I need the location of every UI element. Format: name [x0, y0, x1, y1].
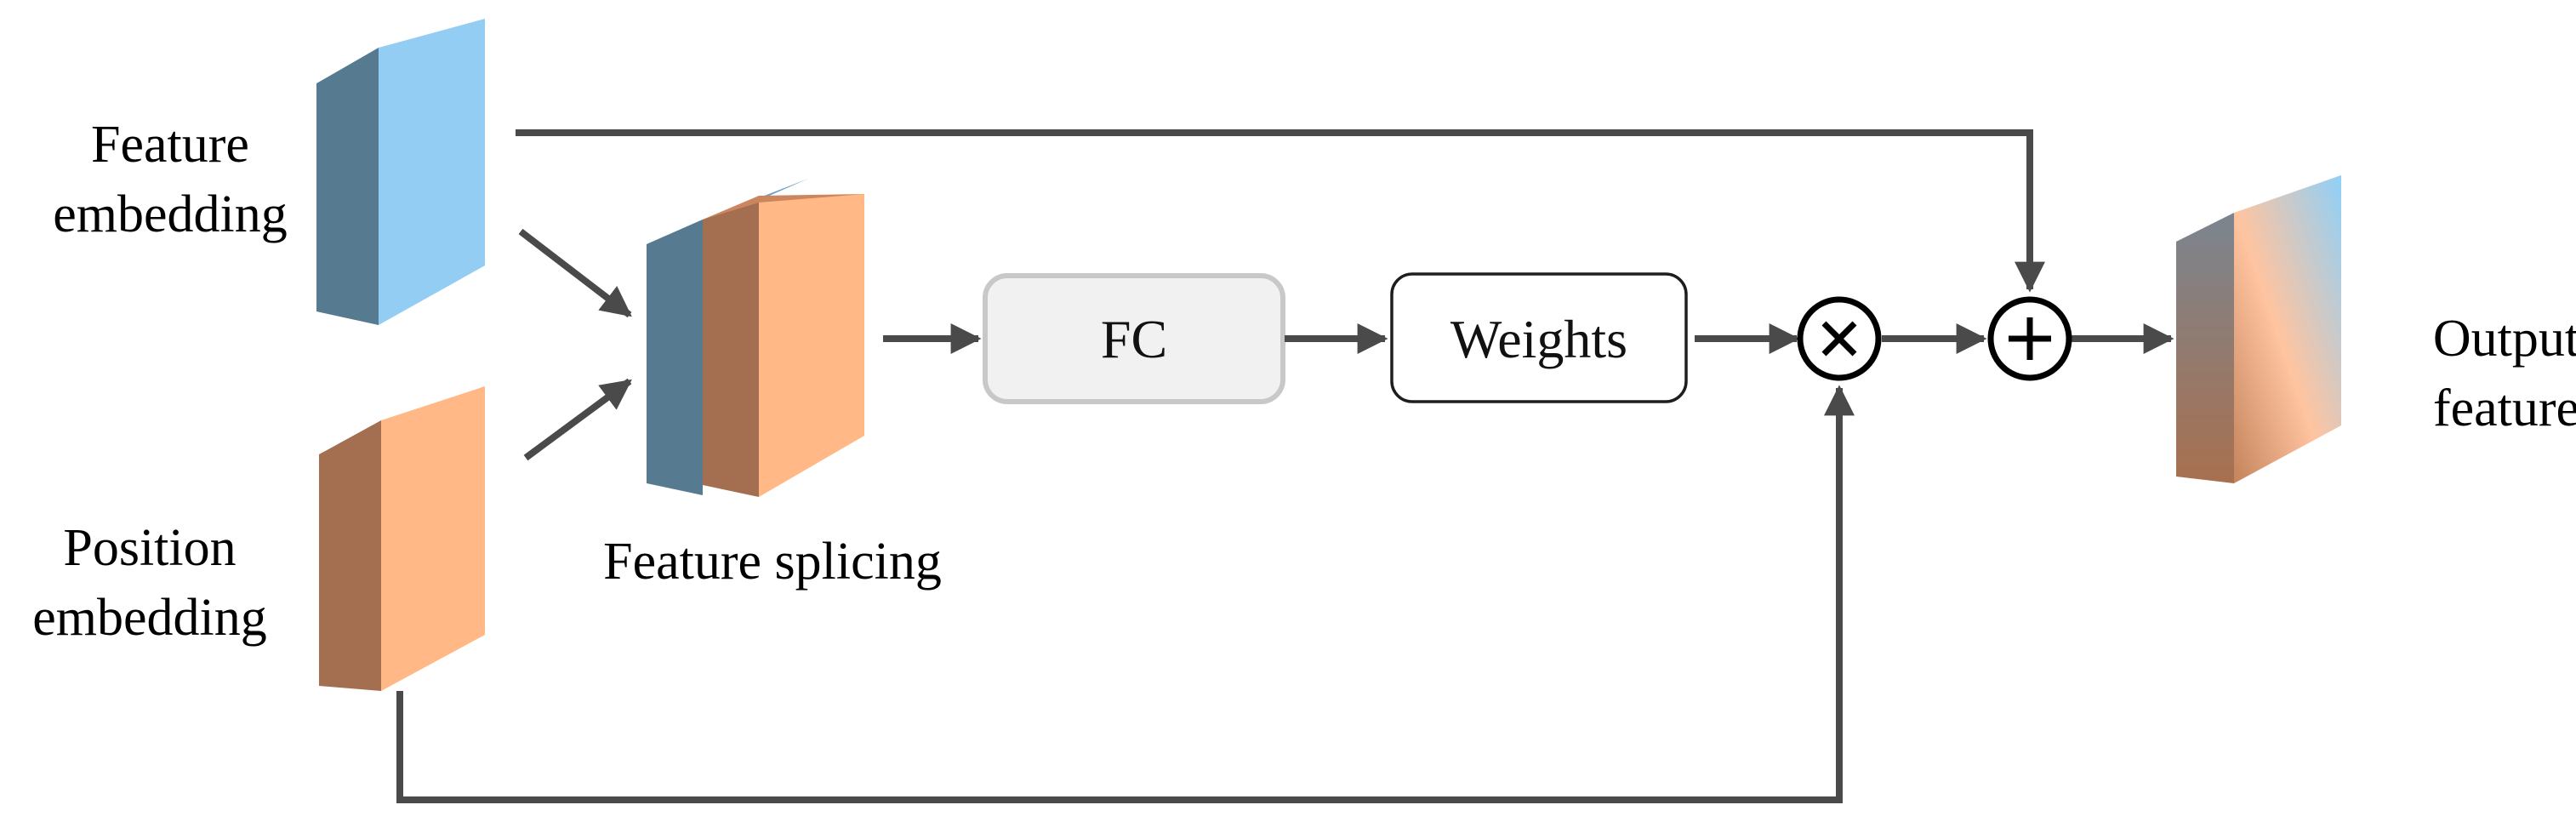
splicing-blue-side: [647, 220, 703, 495]
position-embedding-block: [319, 386, 485, 691]
position-embedding-side: [319, 420, 381, 691]
feature-embedding-label-line2: embedding: [53, 186, 288, 243]
position-embedding-front: [381, 386, 485, 691]
feature-embedding-side: [316, 48, 379, 325]
arrow-position-to-splicing: [523, 378, 632, 461]
multiply-operator: [1797, 296, 1882, 381]
feature-embedding-front: [379, 19, 485, 325]
multiply-icon-stroke-b: [1821, 321, 1857, 357]
feature-embedding-label-line1: Feature: [91, 116, 249, 174]
position-embedding-label-line2: embedding: [32, 589, 267, 647]
feature-embedding-block: [316, 19, 485, 325]
add-operator: [1987, 296, 2072, 381]
position-embedding-label-line1: Position: [63, 519, 236, 577]
output-feature-block: [2176, 175, 2341, 483]
feature-splicing-label: Feature splicing: [603, 533, 942, 591]
splicing-orange-front: [759, 194, 864, 497]
output-feature-label-line1: Output: [2433, 310, 2576, 368]
weights-label: Weights: [1450, 309, 1627, 369]
skip-position-to-multiply: [396, 385, 1855, 803]
output-feature-front: [2234, 175, 2341, 483]
weights-box: [1390, 272, 1688, 403]
arrow-feature-to-splicing: [518, 228, 632, 318]
splicing-orange-side: [703, 203, 759, 497]
output-feature-side: [2176, 213, 2234, 483]
connectors: [396, 129, 2174, 803]
fc-label: FC: [1101, 309, 1167, 369]
skip-feature-to-add: [516, 129, 2045, 293]
fc-box: [983, 273, 1285, 404]
feature-splicing-block: [647, 179, 864, 497]
output-feature-label-line2: feature: [2433, 380, 2576, 437]
